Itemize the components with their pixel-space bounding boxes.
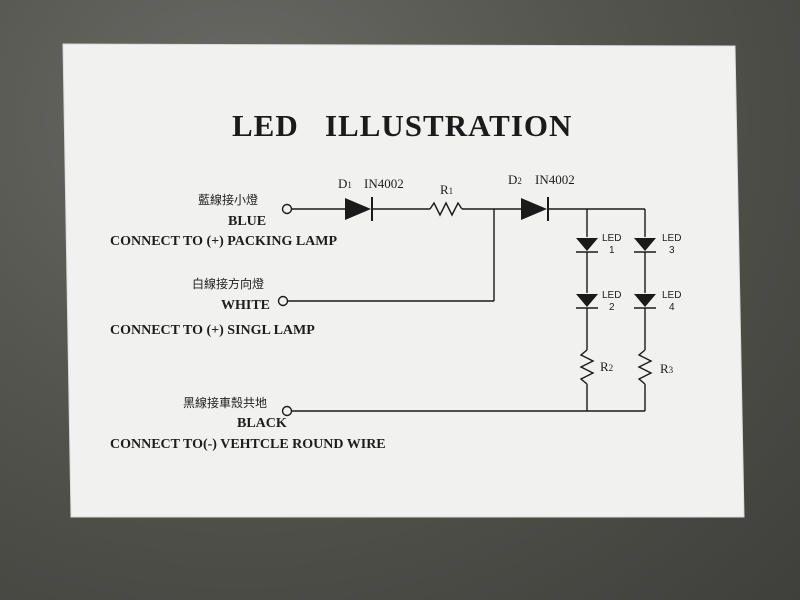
blue-cn-label: 藍線接小燈 [198, 193, 259, 207]
led-3-symbol [634, 238, 656, 253]
led-1-symbol [576, 238, 598, 253]
paper-background [63, 44, 744, 517]
blue-color-label: BLUE [228, 214, 267, 229]
white-color-label: WHITE [221, 298, 271, 313]
black-color-label: BLACK [237, 416, 287, 431]
r2-label: R2 [600, 359, 614, 374]
d2-model: IN4002 [535, 172, 575, 187]
r1-label: R1 [440, 182, 454, 197]
white-terminal [277, 295, 289, 307]
resistor-r3 [637, 349, 653, 385]
d2-label: D2 [508, 172, 522, 187]
resistor-r1 [429, 201, 463, 217]
led-4-symbol [634, 294, 656, 309]
blue-terminal [281, 203, 293, 215]
black-desc-label: CONNECT TO(-) VEHTCLE ROUND WIRE [110, 437, 386, 452]
d1-model: IN4002 [364, 176, 404, 191]
d1-label: D1 [338, 176, 352, 191]
resistor-r2 [579, 349, 595, 385]
diode-d1 [345, 197, 373, 221]
black-terminal [281, 405, 293, 417]
black-cn-label: 黑線接車殼共地 [183, 396, 268, 410]
page-title: LED ILLUSTRATION [232, 108, 573, 143]
blue-desc-label: CONNECT TO (+) PACKING LAMP [110, 234, 338, 249]
diode-d2 [521, 197, 549, 221]
white-desc-label: CONNECT TO (+) SINGL LAMP [110, 323, 315, 338]
white-cn-label: 白線接方向燈 [192, 277, 265, 291]
led-2-symbol [576, 294, 598, 309]
r3-label: R3 [660, 361, 674, 376]
